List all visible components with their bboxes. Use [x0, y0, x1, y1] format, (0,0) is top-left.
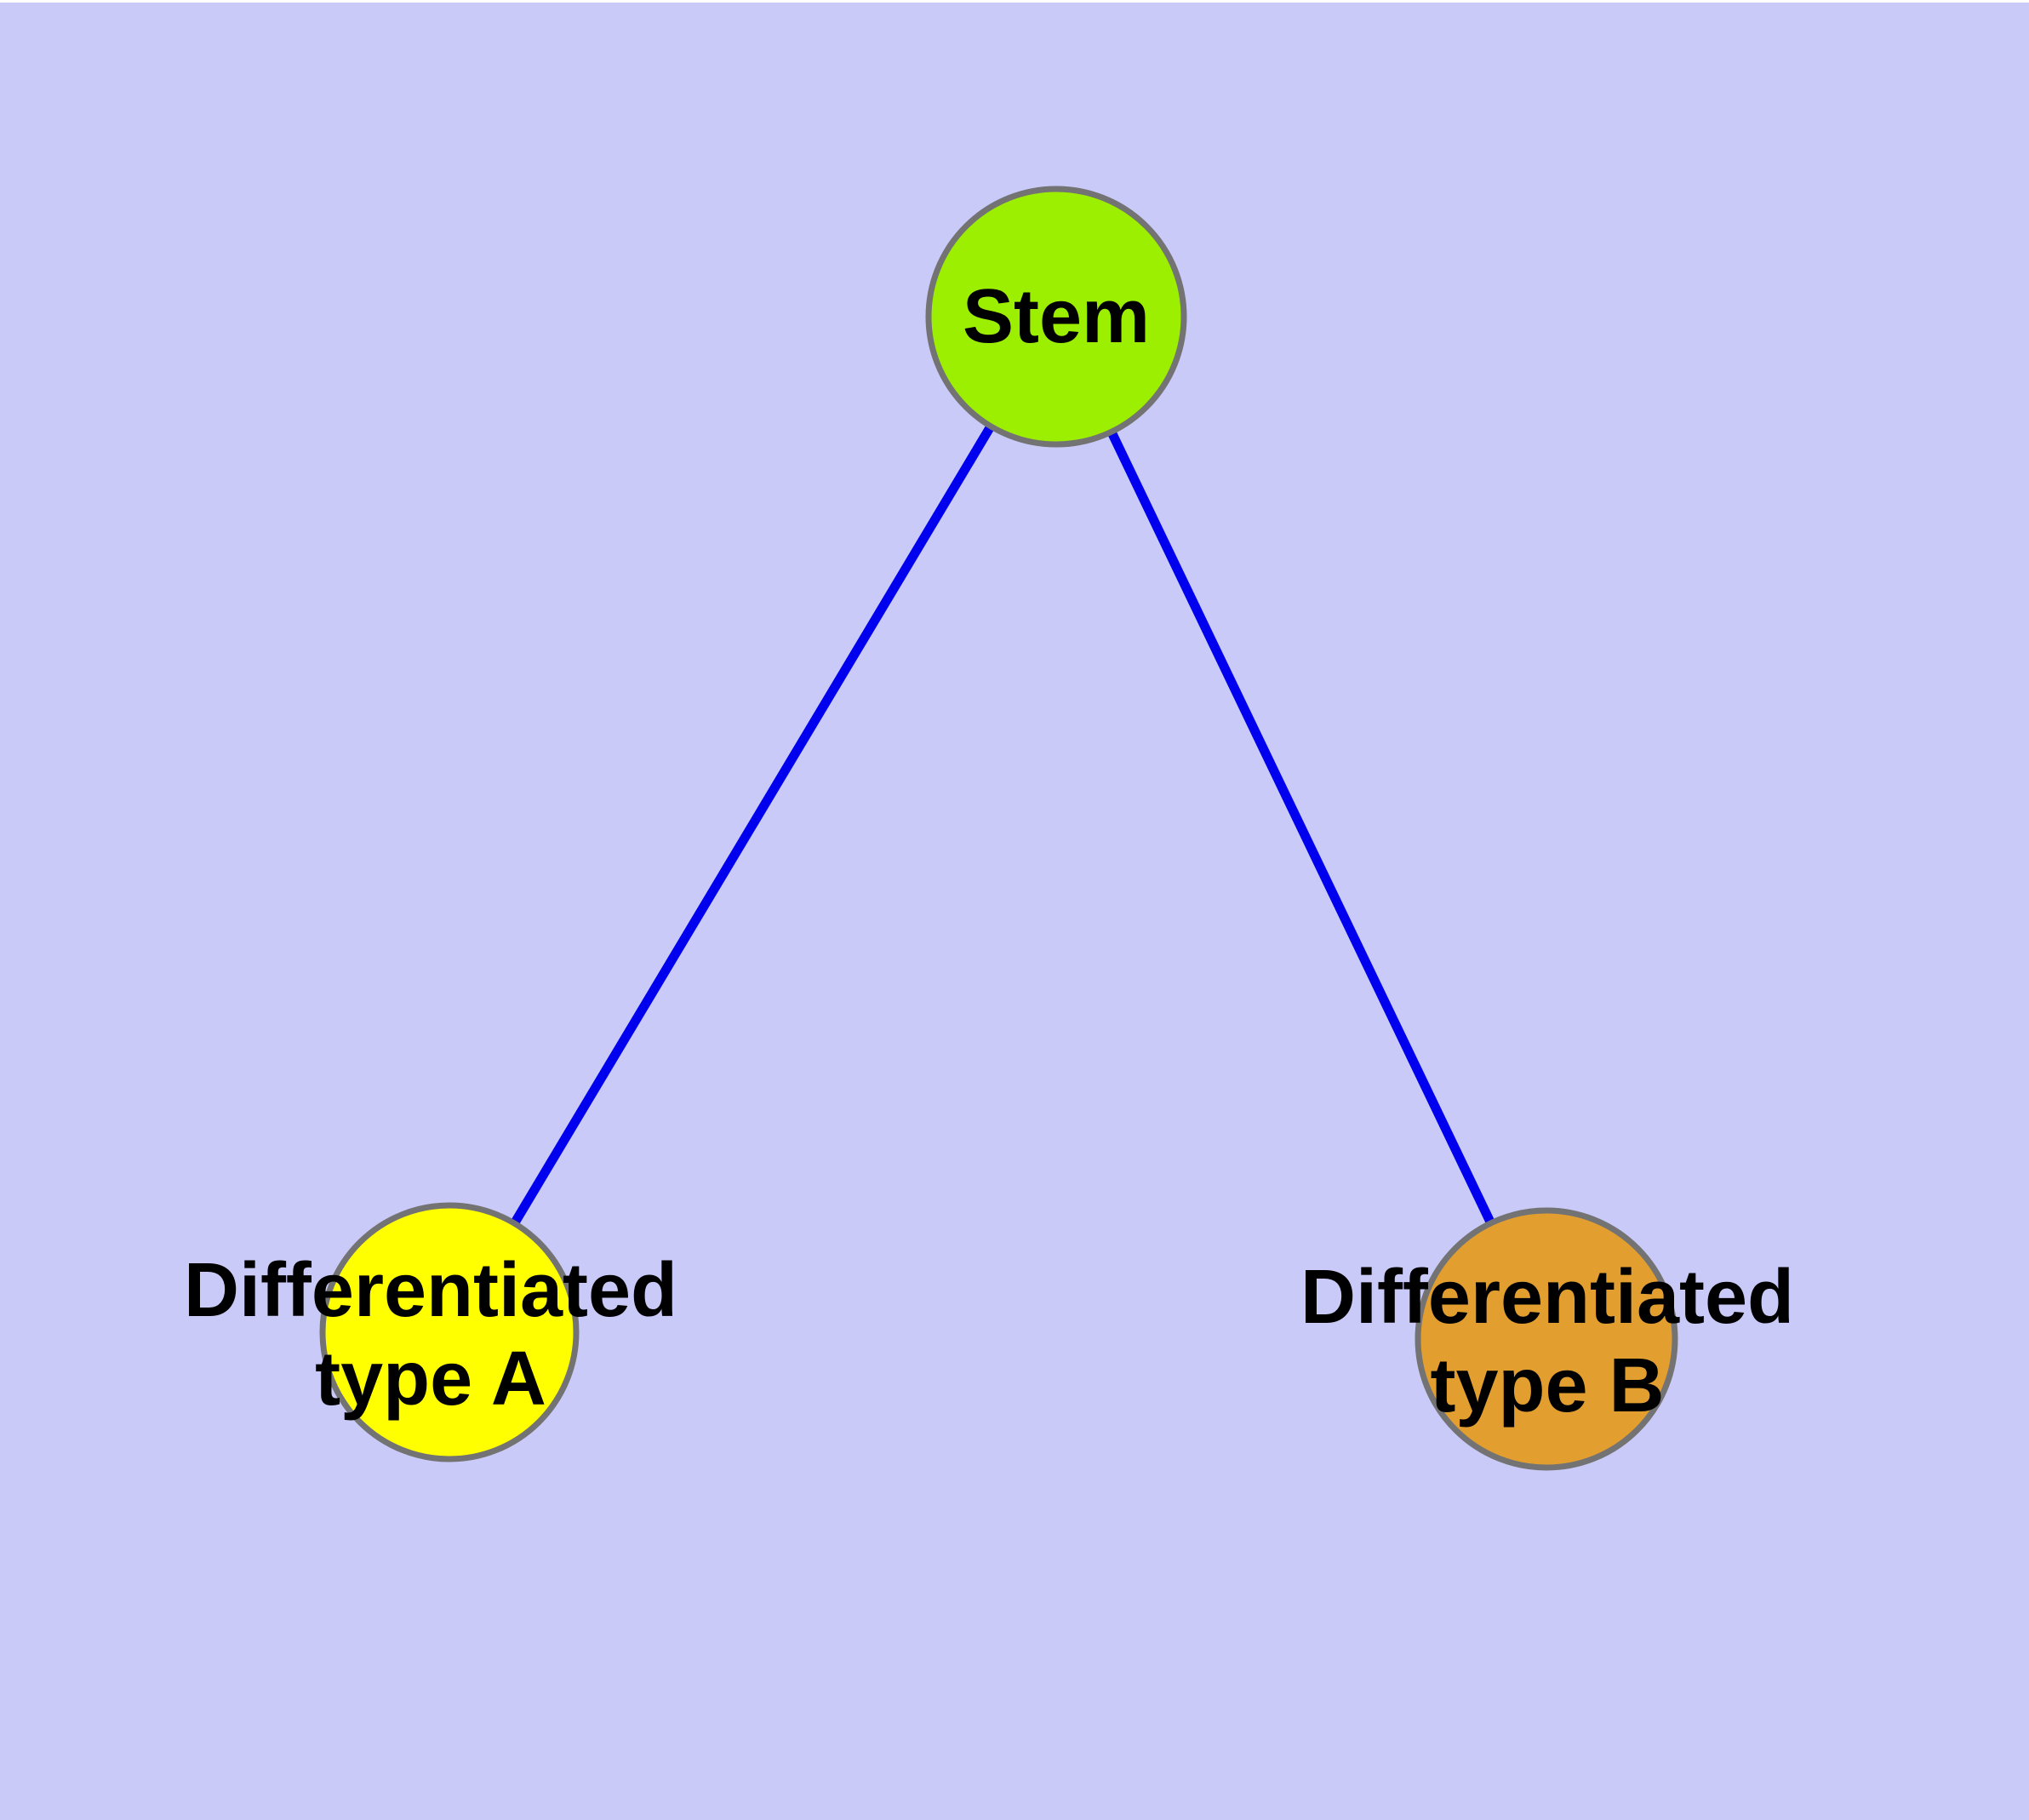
type-b-node-label-line2: type B — [1430, 1343, 1664, 1428]
type-a-node-circle — [319, 1202, 580, 1462]
top-edge-highlight — [0, 0, 2029, 3]
type-b-node-circle — [1415, 1207, 1678, 1471]
edge-stem-to-type-a — [445, 314, 1060, 1335]
type-b-node: Differentiated type B — [1300, 1207, 1794, 1471]
stem-node-circle — [925, 186, 1187, 448]
stem-node: Stem — [925, 186, 1187, 448]
type-a-node: Differentiated type A — [184, 1202, 677, 1462]
stem-node-label: Stem — [963, 274, 1150, 359]
edge-stem-to-type-b — [1052, 314, 1551, 1342]
type-a-node-label-line1: Differentiated — [184, 1248, 677, 1333]
type-a-node-label-line2: type A — [315, 1336, 546, 1422]
type-b-node-label-line1: Differentiated — [1300, 1255, 1794, 1340]
